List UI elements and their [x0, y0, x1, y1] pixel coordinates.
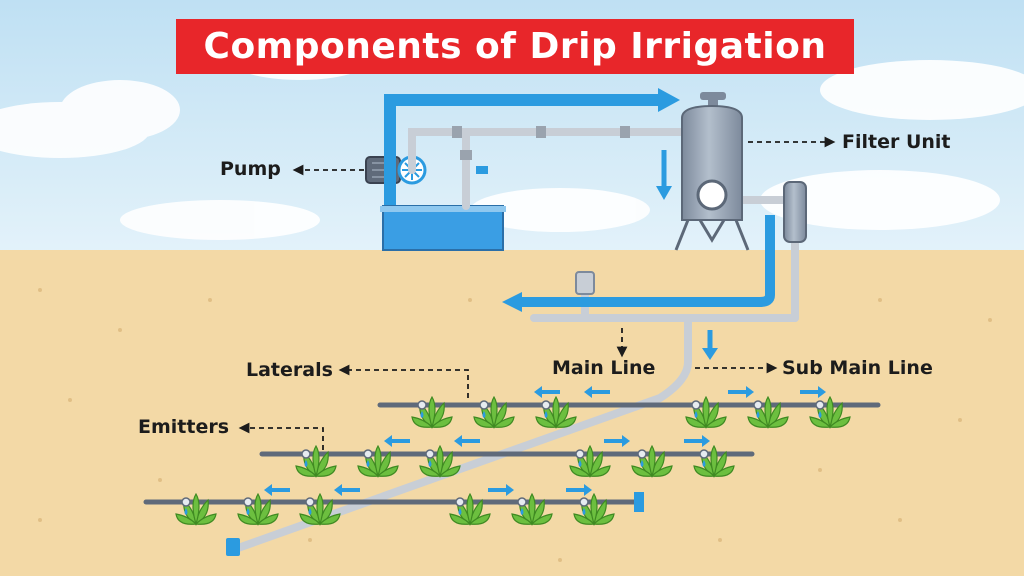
lateral-end-valve: [634, 492, 644, 512]
emitter-icon: [243, 497, 253, 515]
label-pump: Pump: [220, 158, 281, 180]
emitter-icon: [691, 400, 701, 418]
flow-arrow-icon: [566, 484, 592, 496]
diagram-title: Components of Drip Irrigation: [203, 26, 827, 67]
flow-arrow-icon: [454, 435, 480, 447]
emitter-icon: [479, 400, 489, 418]
flow-arrow-icon: [728, 386, 754, 398]
end-valve: [226, 538, 240, 556]
flow-arrow-icon: [800, 386, 826, 398]
title-banner: Components of Drip Irrigation: [176, 19, 854, 74]
plant-icon: [573, 492, 615, 527]
flow-arrow-icon: [264, 484, 290, 496]
flow-arrow-icon: [334, 484, 360, 496]
emitter-icon: [575, 449, 585, 467]
emitter-icon: [815, 400, 825, 418]
emitter-icon: [425, 449, 435, 467]
emitter-icon: [517, 497, 527, 515]
label-main-line: Main Line: [552, 357, 656, 379]
emitter-icon: [455, 497, 465, 515]
soil-speckles: [38, 288, 992, 562]
label-filter-unit: Filter Unit: [842, 131, 951, 153]
emitter-icon: [363, 449, 373, 467]
label-emitters: Emitters: [138, 416, 230, 438]
emitter-icon: [417, 400, 427, 418]
plant-icon: [175, 492, 217, 527]
plants: [175, 395, 851, 527]
clouds: [0, 40, 1024, 240]
lateral-pipes: [143, 402, 881, 505]
plant-icon: [449, 492, 491, 527]
plant-icon: [535, 395, 577, 430]
filter-tank-icon: [674, 92, 807, 251]
flow-arrow-icon: [384, 88, 775, 360]
plant-icon: [693, 444, 735, 479]
emitter-icon: [637, 449, 647, 467]
emitter-icon: [753, 400, 763, 418]
plant-icon: [747, 395, 789, 430]
emitter-icon: [305, 497, 315, 515]
plant-icon: [569, 444, 611, 479]
emitter-icon: [541, 400, 551, 418]
flow-arrow-icon: [534, 386, 560, 398]
water-tank-icon: [380, 205, 506, 251]
leader-lines: [238, 136, 836, 450]
flow-arrow-icon: [584, 386, 610, 398]
flow-arrow-icon: [604, 435, 630, 447]
flow-arrow-icon: [384, 435, 410, 447]
emitter-icon: [699, 449, 709, 467]
main-valve: [575, 271, 595, 295]
plant-icon: [237, 492, 279, 527]
label-sub-main-line: Sub Main Line: [782, 357, 933, 379]
valve-icon: [476, 166, 488, 174]
pipe-fittings: [452, 126, 630, 160]
lateral-flow-arrows: [264, 386, 826, 496]
plant-icon: [473, 395, 515, 430]
flow-arrow-icon: [684, 435, 710, 447]
flow-arrow-icon: [488, 484, 514, 496]
emitter-icon: [579, 497, 589, 515]
emitter-icon: [301, 449, 311, 467]
emitter-icon: [181, 497, 191, 515]
label-laterals: Laterals: [246, 359, 333, 381]
